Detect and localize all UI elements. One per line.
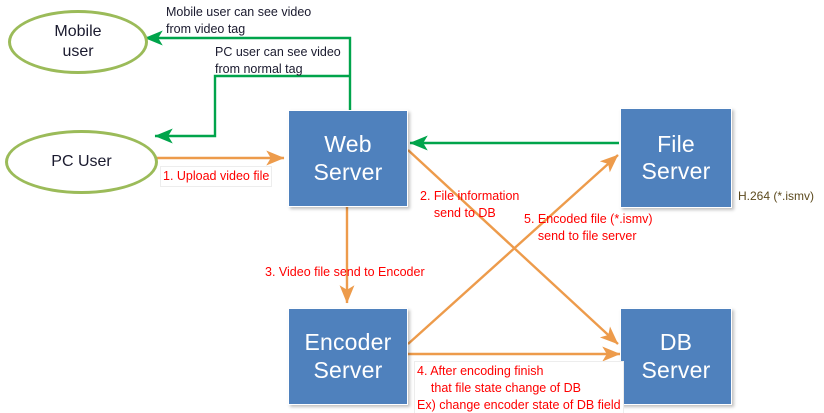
node-file-server[interactable]: File Server (620, 108, 732, 208)
node-db-server-line1: DB (659, 329, 693, 356)
node-encoder-server[interactable]: Encoder Server (288, 308, 408, 405)
node-db-server-line2: Server (641, 356, 711, 383)
node-web-server-line2: Server (313, 158, 383, 185)
edge-encoder-server-to-file-server (407, 154, 619, 345)
node-encoder-server-line2: Server (313, 356, 383, 383)
actor-mobile-user[interactable]: Mobile user (8, 10, 148, 74)
actor-pc-user-line1: PC User (51, 153, 112, 170)
label-step-5: 5. Encoded file (*.ismv) send to file se… (524, 212, 653, 243)
node-db-server[interactable]: DB Server (620, 308, 732, 405)
actor-mobile-user-line2: user (62, 43, 94, 60)
edge-web-server-to-db-server (407, 149, 619, 345)
label-codec: H.264 (*.ismv) (738, 189, 815, 203)
label-step-4: 4. After encoding finish that file state… (414, 361, 624, 413)
label-pc-tag: PC user can see video from normal tag (215, 45, 341, 76)
actor-pc-user[interactable]: PC User (5, 130, 158, 194)
node-web-server-line1: Web (324, 131, 372, 158)
node-encoder-server-line1: Encoder (304, 329, 392, 356)
label-mobile-tag: Mobile user can see video from video tag (166, 5, 312, 36)
label-step-1: 1. Upload video file (160, 166, 273, 187)
actor-mobile-user-line1: Mobile (54, 23, 102, 40)
node-file-server-line1: File (657, 130, 695, 157)
label-step-3: 3. Video file send to Encoder (265, 265, 425, 279)
node-file-server-line2: Server (641, 158, 711, 184)
node-web-server[interactable]: Web Server (288, 110, 408, 207)
label-step-2: 2. File information send to DB (420, 189, 520, 220)
